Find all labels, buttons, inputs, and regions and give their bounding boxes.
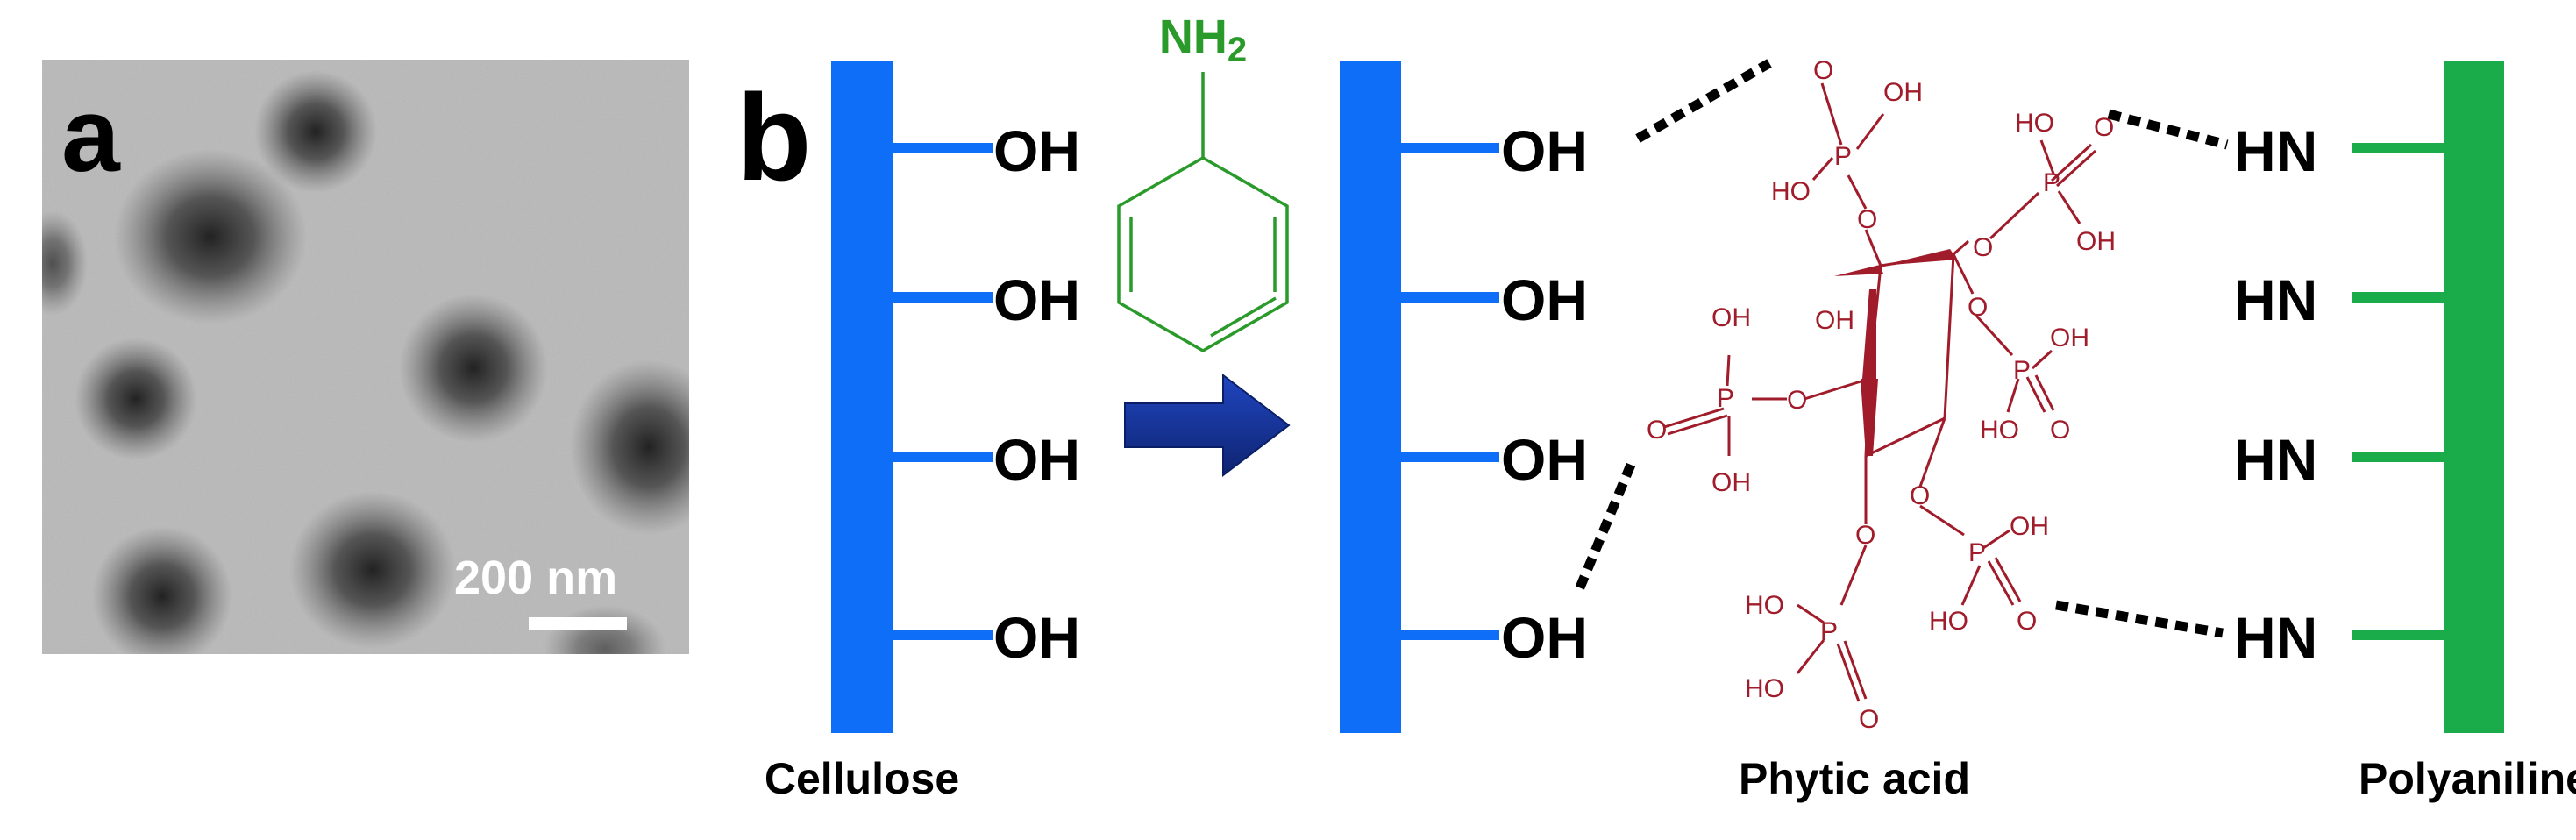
nanoparticle-cluster: [289, 491, 456, 649]
atom-ho: HO: [1771, 177, 1811, 206]
atom-ho: HO: [1980, 416, 2019, 445]
nanoparticle-cluster: [75, 338, 197, 460]
atom-o: O: [1855, 521, 1875, 550]
polyaniline-bond: [2352, 630, 2444, 640]
polyaniline-bond: [2352, 452, 2444, 462]
cellulose-hydroxyl: OH: [993, 118, 1080, 183]
nanoparticle-cluster: [570, 359, 689, 535]
scale-bar-label: 200 nm: [454, 552, 617, 604]
reaction-arrow: [1124, 373, 1291, 478]
wedge-bond: [1861, 379, 1878, 456]
atom-p: P: [1717, 384, 1734, 413]
modified-cellulose-bond: [1401, 292, 1499, 303]
wedge-bond: [1834, 265, 1883, 276]
polyaniline-bond: [2352, 143, 2444, 153]
cellulose-bond: [893, 143, 993, 153]
atom-p: P: [1834, 142, 1852, 171]
phytic-acid-label: Phytic acid: [1739, 754, 1970, 803]
modified-cellulose-bond: [1401, 452, 1499, 462]
hydrogen-bonds: [1573, 59, 2229, 638]
modified-cellulose-chain: OH OH OH OH: [1340, 61, 1588, 733]
modified-cellulose-hydroxyl: OH: [1501, 118, 1588, 183]
atom-o: O: [1973, 233, 1993, 262]
atom-o: O: [1859, 705, 1879, 734]
nanoparticle-cluster: [254, 70, 377, 193]
polyaniline-amine: HN: [2234, 118, 2317, 183]
atom-oh: OH: [2050, 324, 2089, 352]
modified-cellulose-backbone: [1340, 61, 1401, 733]
cellulose-chain: OH OH OH OH Cellulose: [765, 61, 1080, 803]
atom-p: P: [1968, 538, 1986, 567]
atom-ho: HO: [1929, 607, 1968, 636]
polyaniline-amine: HN: [2234, 427, 2317, 492]
nanoparticle-cluster: [114, 149, 307, 324]
atom-p: P: [1820, 617, 1838, 646]
atom-o: O: [1910, 481, 1930, 510]
polyaniline-backbone: [2444, 61, 2504, 733]
atom-p: P: [2043, 168, 2060, 197]
atom-o: O: [1857, 205, 1877, 234]
tem-micrograph: a 200 nm: [42, 60, 689, 654]
atom-ho: HO: [1745, 674, 1784, 703]
cellulose-label: Cellulose: [765, 754, 959, 803]
wedge-bond: [1881, 249, 1957, 266]
benzene-ring: [1117, 72, 1289, 353]
phytic-acid-molecule: O OH P HO O HO O P O OH OH O OH P HO O O…: [1647, 56, 2116, 803]
atom-o: O: [2017, 607, 2037, 636]
aniline-molecule: NH2: [1117, 11, 1289, 353]
atom-oh: OH: [1711, 468, 1751, 497]
polyaniline-label: Polyaniline: [2359, 754, 2576, 803]
cellulose-bond: [893, 452, 993, 462]
cellulose-hydroxyl: OH: [993, 427, 1080, 492]
atom-o: O: [1647, 416, 1667, 445]
cellulose-hydroxyl: OH: [993, 605, 1080, 670]
atom-oh: OH: [1711, 303, 1751, 332]
atom-ho: HO: [1745, 591, 1784, 620]
polyaniline-amine: HN: [2234, 267, 2317, 332]
atom-oh: OH: [2010, 512, 2049, 541]
modified-cellulose-bond: [1401, 143, 1499, 153]
atom-o: O: [2094, 113, 2114, 142]
nanoparticle-cluster: [42, 210, 88, 316]
wedge-bond: [1862, 289, 1876, 379]
amine-subscript: 2: [1228, 31, 1247, 69]
nanoparticle-cluster: [92, 526, 232, 654]
polyaniline-bond: [2352, 292, 2444, 303]
amine-text: NH: [1159, 11, 1228, 63]
scale-bar: [529, 617, 627, 630]
atom-oh: OH: [1883, 78, 1923, 107]
atom-o: O: [1813, 56, 1833, 85]
panel-a-letter: a: [61, 76, 121, 194]
atom-p: P: [2013, 356, 2031, 385]
modified-cellulose-bond: [1401, 630, 1499, 640]
atom-o: O: [1968, 293, 1988, 322]
cellulose-hydroxyl: OH: [993, 267, 1080, 332]
nanoparticle-cluster: [399, 294, 548, 443]
modified-cellulose-hydroxyl: OH: [1501, 427, 1588, 492]
hydrogen-bond: [1635, 59, 1772, 143]
modified-cellulose-hydroxyl: OH: [1501, 267, 1588, 332]
polyaniline-chain: HN HN HN HN Polyaniline: [2234, 61, 2576, 803]
cellulose-bond: [893, 630, 993, 640]
hydrogen-bond: [1573, 462, 1636, 594]
cellulose-bond: [893, 292, 993, 303]
atom-oh: OH: [1815, 306, 1854, 335]
atom-oh: OH: [2076, 227, 2116, 256]
atom-ho: HO: [2015, 109, 2054, 138]
modified-cellulose-hydroxyl: OH: [1501, 605, 1588, 670]
phytic-atom-labels: O OH P HO O HO O P O OH OH O OH P HO O O…: [1647, 56, 2116, 734]
hydrogen-bond: [2055, 600, 2224, 638]
polyaniline-amine: HN: [2234, 605, 2317, 670]
panel-b-letter: b: [737, 68, 812, 206]
aniline-amine-label: NH2: [1159, 11, 1247, 69]
hydrogen-bond: [2107, 109, 2229, 150]
atom-o: O: [1787, 386, 1807, 415]
atom-o: O: [2050, 416, 2070, 445]
cellulose-backbone: [831, 61, 893, 733]
